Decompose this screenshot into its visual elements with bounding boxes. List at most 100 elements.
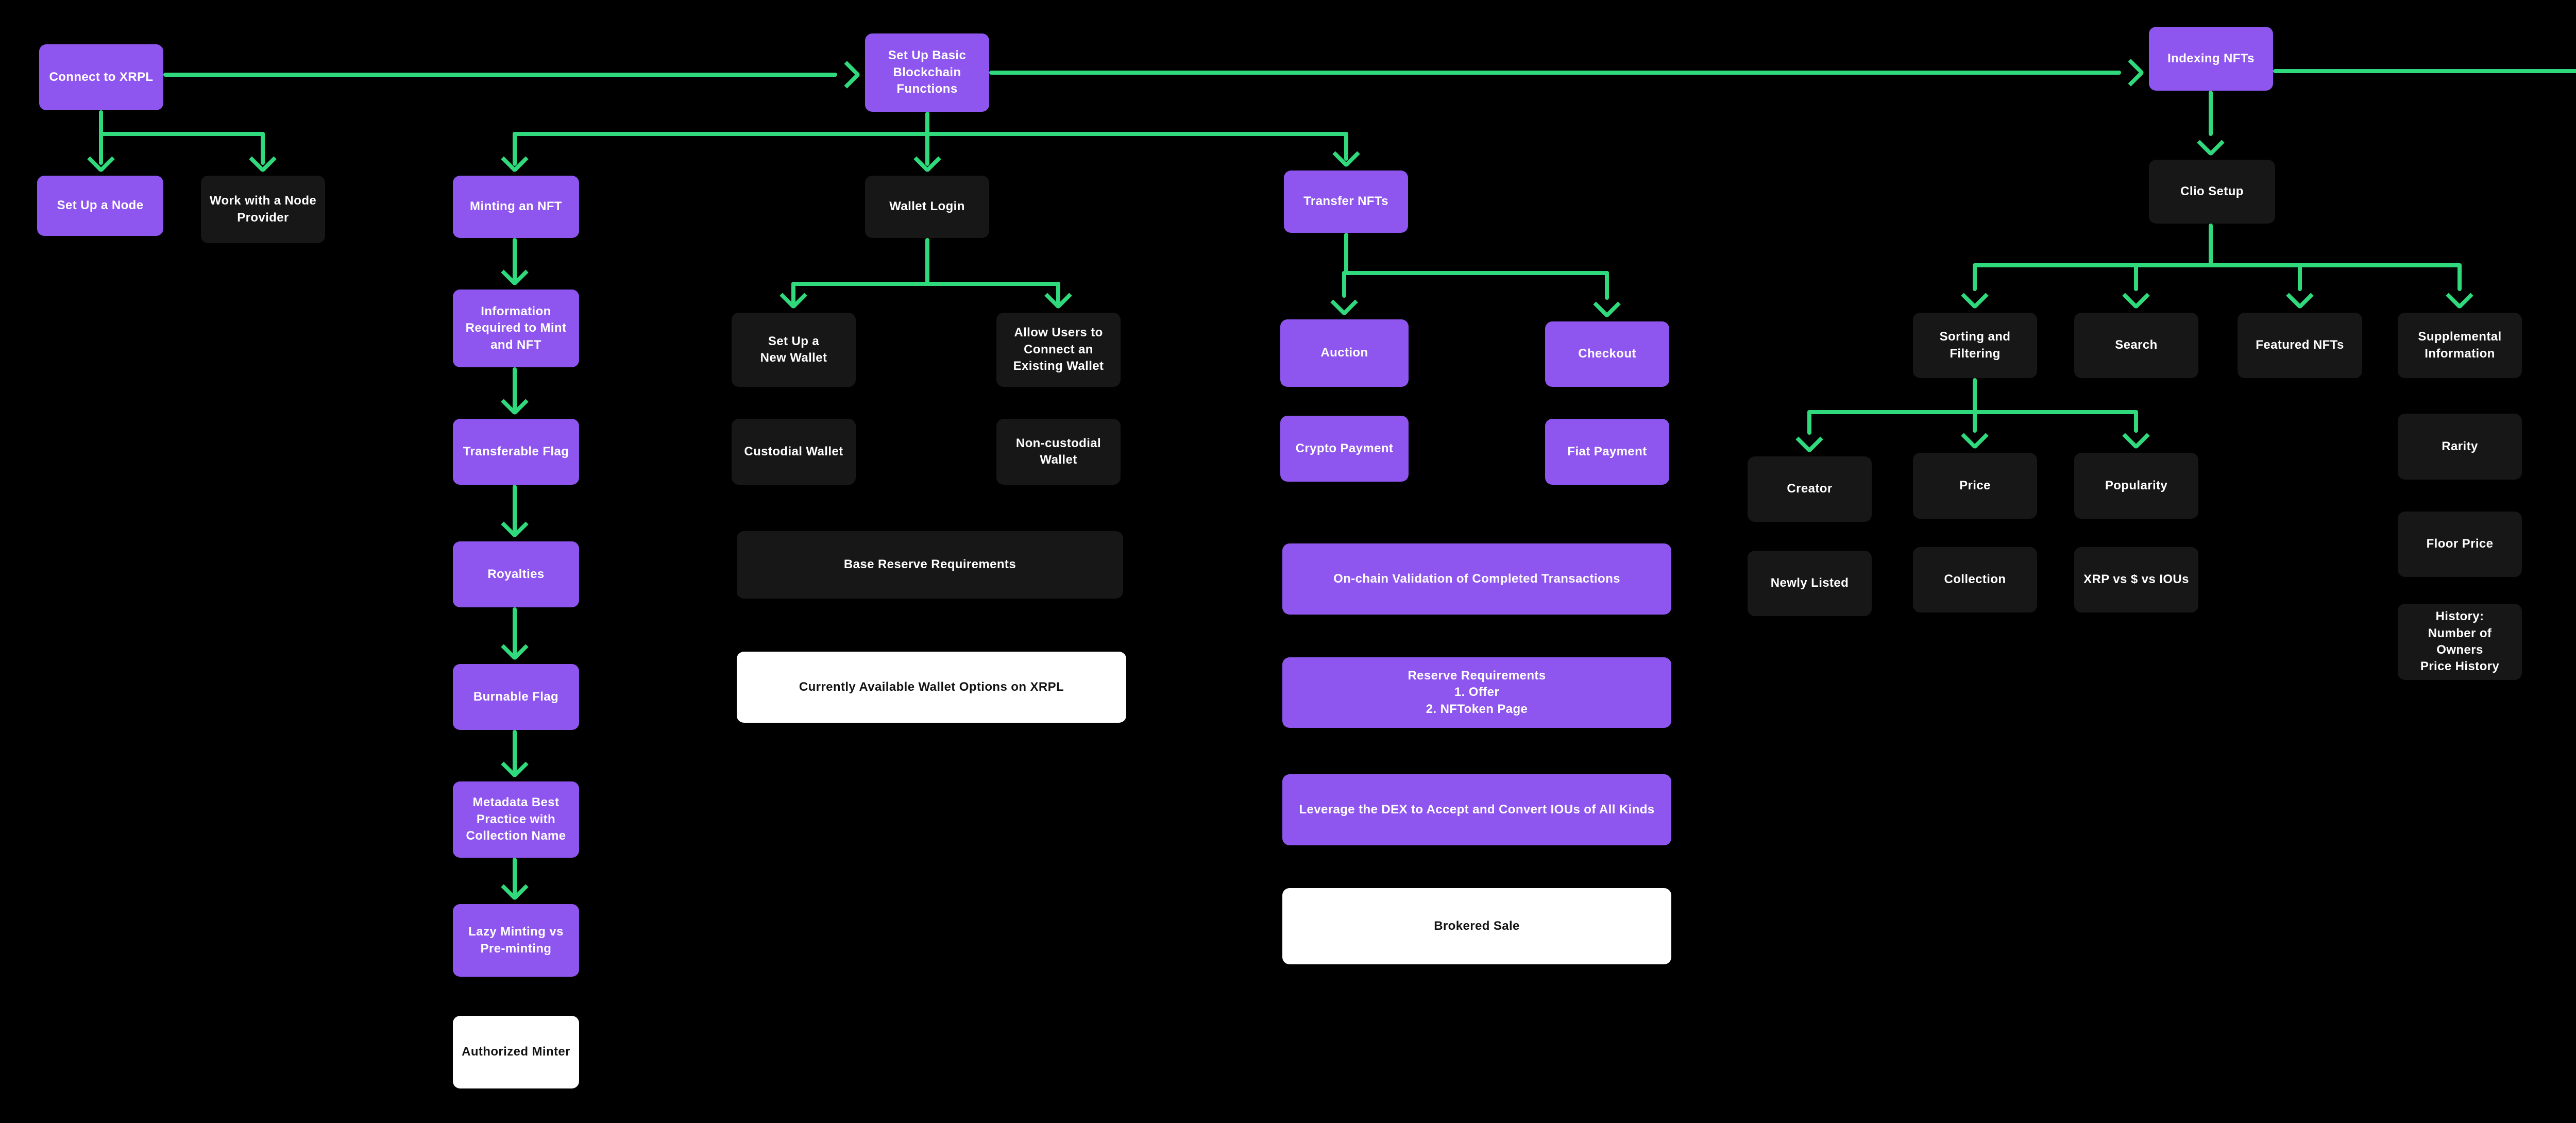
node-lazy-minting-vs-preminting[interactable]: Lazy Minting vs Pre-minting	[453, 904, 579, 977]
node-label: Newly Listed	[1770, 576, 1849, 590]
node-rarity[interactable]: Rarity	[2398, 414, 2522, 480]
node-allow-users-to-connect[interactable]: Allow Users to Connect an Existing Walle…	[996, 313, 1121, 387]
node-label: Fiat Payment	[1567, 444, 1647, 458]
node-xrp-vs-usd-vs-ious[interactable]: XRP vs $ vs IOUs	[2074, 547, 2198, 612]
node-label: Transferable Flag	[463, 444, 569, 458]
node-custodial-wallet[interactable]: Custodial Wallet	[732, 419, 856, 485]
arrowhead-down-icon	[501, 751, 529, 778]
node-reserve-requirements[interactable]: Reserve Requirements 1. Offer 2. NFToken…	[1282, 657, 1671, 728]
connector-v	[925, 238, 929, 284]
node-newly-listed[interactable]: Newly Listed	[1748, 551, 1872, 616]
node-crypto-payment[interactable]: Crypto Payment	[1280, 416, 1409, 482]
node-sorting-and-filtering[interactable]: Sorting and Filtering	[1913, 313, 2037, 378]
node-label: Information Required to Mint and NFT	[465, 304, 567, 352]
node-search[interactable]: Search	[2074, 313, 2198, 378]
node-label: History: Number of Owners Price History	[2420, 609, 2500, 674]
node-information-required-to-mint[interactable]: Information Required to Mint and NFT	[453, 290, 579, 367]
connector-v	[513, 730, 517, 773]
connector-v	[261, 132, 265, 165]
node-brokered-sale[interactable]: Brokered Sale	[1282, 888, 1671, 964]
node-clio-setup[interactable]: Clio Setup	[2149, 160, 2275, 224]
node-label: Crypto Payment	[1295, 441, 1394, 455]
arrowhead-down-icon	[87, 145, 115, 173]
node-currently-available-wallet-options[interactable]: Currently Available Wallet Options on XR…	[737, 652, 1126, 723]
node-label: Popularity	[2105, 478, 2168, 492]
connector-v	[791, 282, 795, 304]
arrowhead-down-icon	[779, 282, 807, 310]
connector-v	[1342, 271, 1346, 298]
node-set-up-a-new-wallet[interactable]: Set Up a New Wallet	[732, 313, 856, 387]
arrowhead-down-icon	[2122, 282, 2150, 310]
node-popularity[interactable]: Popularity	[2074, 453, 2198, 519]
node-creator[interactable]: Creator	[1748, 456, 1872, 522]
node-work-with-node-provider[interactable]: Work with a Node Provider	[201, 176, 325, 243]
node-label: On-chain Validation of Completed Transac…	[1333, 571, 1620, 586]
node-royalties[interactable]: Royalties	[453, 541, 579, 607]
node-label: Sorting and Filtering	[1939, 330, 2011, 361]
node-non-custodial-wallet[interactable]: Non-custodial Wallet	[996, 419, 1121, 485]
node-label: Wallet Login	[889, 199, 965, 214]
node-supplemental-information[interactable]: Supplemental Information	[2398, 313, 2522, 378]
node-indexing-nfts[interactable]: Indexing NFTs	[2149, 27, 2273, 91]
node-set-up-basic-blockchain-functions[interactable]: Set Up Basic Blockchain Functions	[865, 33, 989, 112]
connector-v	[1807, 410, 1811, 435]
node-label: Base Reserve Requirements	[843, 557, 1016, 572]
node-wallet-login[interactable]: Wallet Login	[865, 176, 989, 238]
arrowhead-down-icon	[2122, 422, 2150, 450]
arrowhead-right-icon	[833, 61, 861, 89]
node-on-chain-validation[interactable]: On-chain Validation of Completed Transac…	[1282, 543, 1671, 615]
node-burnable-flag[interactable]: Burnable Flag	[453, 664, 579, 730]
arrowhead-down-icon	[1961, 422, 1989, 450]
node-floor-price[interactable]: Floor Price	[2398, 512, 2522, 577]
connector-v	[513, 607, 517, 656]
node-label: Work with a Node Provider	[209, 194, 317, 225]
node-base-reserve-requirements[interactable]: Base Reserve Requirements	[737, 531, 1123, 599]
arrowhead-down-icon	[501, 873, 529, 901]
node-auction[interactable]: Auction	[1280, 319, 1409, 387]
node-label: Non-custodial Wallet	[1015, 436, 1101, 467]
node-connect-to-xrpl[interactable]: Connect to XRPL	[39, 44, 163, 110]
connector-v	[1344, 233, 1348, 273]
node-transferable-flag[interactable]: Transferable Flag	[453, 419, 579, 485]
connector-v	[925, 112, 929, 166]
arrowhead-down-icon	[501, 388, 529, 416]
node-label: Minting an NFT	[470, 199, 562, 214]
node-label: Lazy Minting vs Pre-minting	[468, 925, 564, 956]
connector-v	[1973, 378, 1977, 414]
arrowhead-down-icon	[501, 259, 529, 286]
node-label: Supplemental Information	[2418, 330, 2502, 361]
node-label: Connect to XRPL	[49, 70, 154, 84]
node-metadata-best-practice[interactable]: Metadata Best Practice with Collection N…	[453, 781, 579, 858]
node-featured-nfts[interactable]: Featured NFTs	[2238, 313, 2362, 378]
connector-h	[163, 73, 837, 77]
connector-h	[1973, 263, 2462, 267]
arrowhead-down-icon	[1795, 426, 1823, 453]
node-collection[interactable]: Collection	[1913, 547, 2037, 612]
node-label: Allow Users to Connect an Existing Walle…	[1013, 326, 1104, 373]
connector-v	[2209, 224, 2213, 265]
node-price[interactable]: Price	[1913, 453, 2037, 519]
connector-v	[1056, 282, 1060, 304]
arrowhead-down-icon	[1330, 288, 1358, 316]
node-label: Custodial Wallet	[744, 444, 843, 458]
connector-h	[989, 71, 2121, 75]
node-leverage-the-dex[interactable]: Leverage the DEX to Accept and Convert I…	[1282, 774, 1671, 845]
node-authorized-minter[interactable]: Authorized Minter	[453, 1016, 579, 1088]
node-label: Creator	[1787, 482, 1833, 496]
connector-v	[1973, 263, 1977, 291]
node-set-up-a-node[interactable]: Set Up a Node	[37, 176, 163, 236]
node-label: Search	[2115, 338, 2158, 352]
arrowhead-down-icon	[501, 145, 529, 173]
node-label: Price	[1959, 478, 1991, 492]
connector-v	[513, 132, 517, 166]
node-transfer-nfts[interactable]: Transfer NFTs	[1284, 171, 1408, 233]
node-fiat-payment[interactable]: Fiat Payment	[1545, 419, 1669, 485]
connector-v	[513, 485, 517, 533]
node-label: Metadata Best Practice with Collection N…	[466, 795, 566, 843]
arrowhead-down-icon	[2286, 282, 2314, 310]
node-label: Currently Available Wallet Options on XR…	[799, 679, 1064, 694]
node-history[interactable]: History: Number of Owners Price History	[2398, 604, 2522, 680]
node-minting-an-nft[interactable]: Minting an NFT	[453, 176, 579, 238]
node-checkout[interactable]: Checkout	[1545, 321, 1669, 387]
